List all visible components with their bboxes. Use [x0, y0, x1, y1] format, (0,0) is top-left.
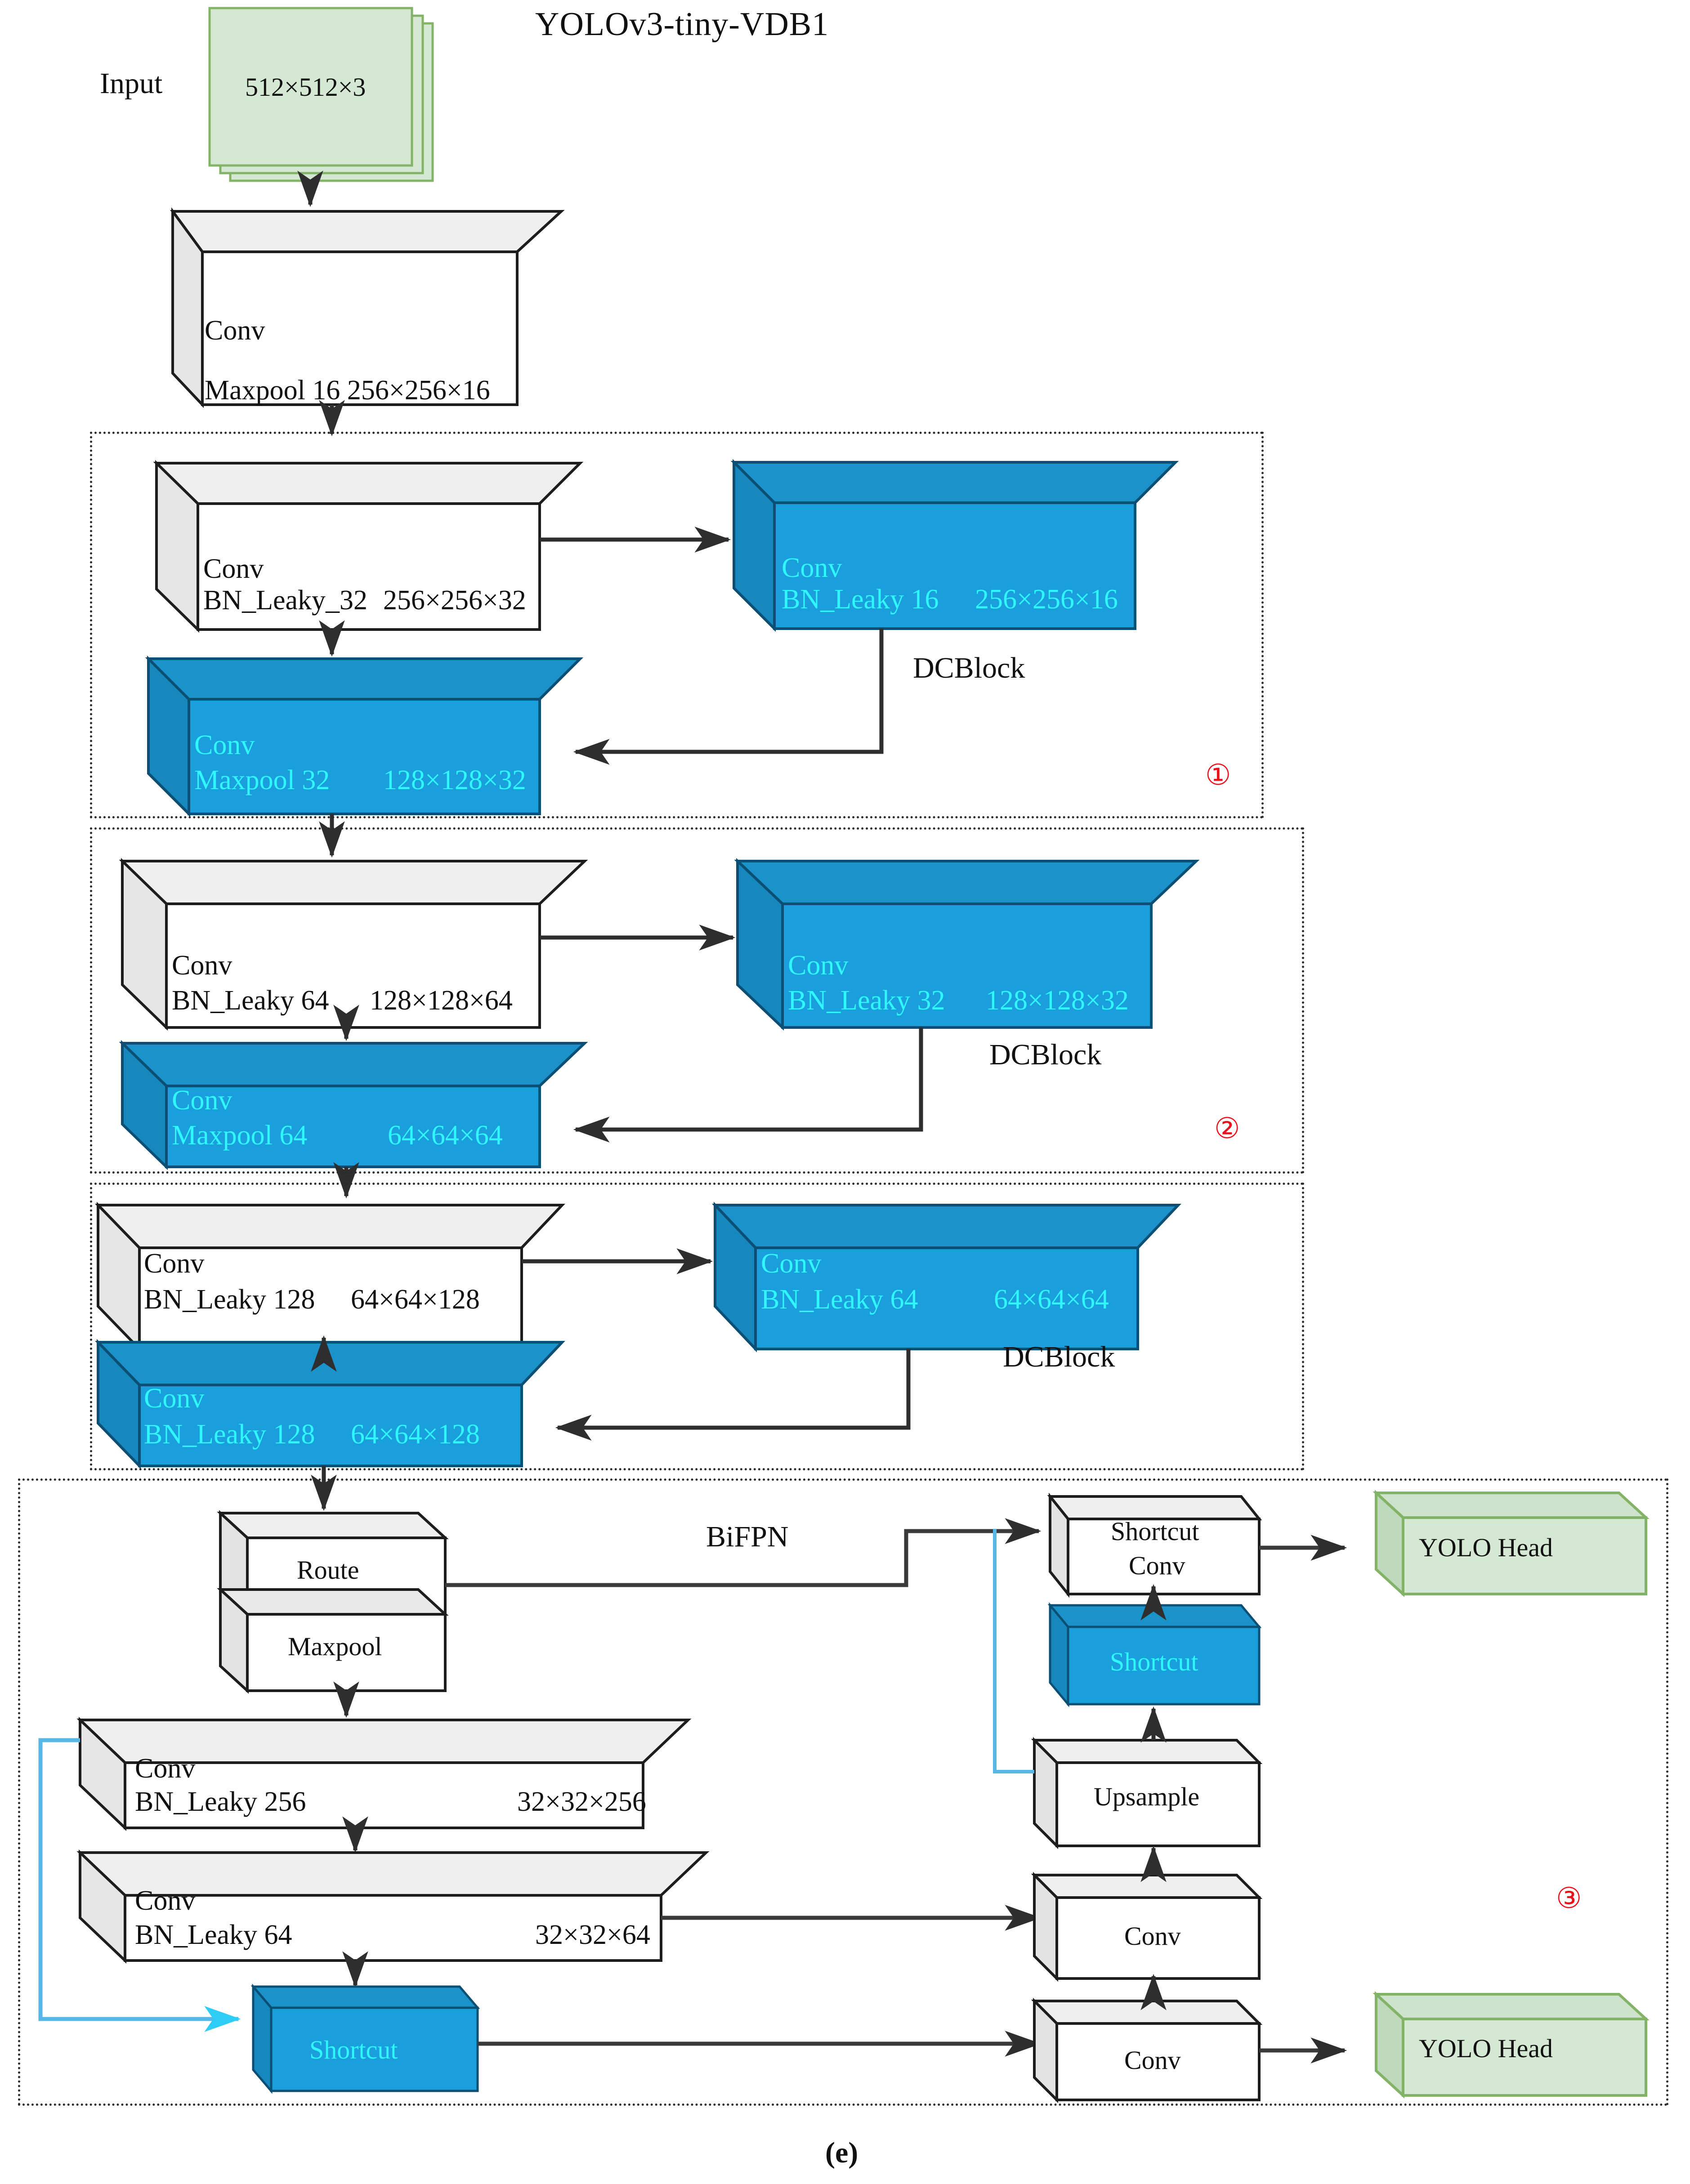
conv-bn-leaky-16-line2b: 256×256×16: [975, 584, 1118, 615]
input-label: Input: [100, 67, 163, 100]
conv-bn-leaky-256-line2b: 32×32×256: [517, 1787, 646, 1817]
dcblock-2-label: DCBlock: [989, 1038, 1102, 1071]
shortcut-left-label: Shortcut: [309, 2035, 398, 2064]
conv-bn-leaky-64-b-line1: Conv: [761, 1248, 822, 1279]
conv-bn-leaky-32-line2a: BN_Leaky_32: [203, 585, 368, 616]
yolo-head-top-label: YOLO Head: [1419, 1533, 1553, 1562]
conv-maxpool-16-line1: Conv: [205, 315, 265, 346]
conv-bn-leaky-32-b-line2a: BN_Leaky 32: [788, 985, 945, 1016]
dcblock-1-marker: ①: [1205, 759, 1231, 791]
upsample-label: Upsample: [1094, 1782, 1200, 1811]
route-label: Route: [297, 1555, 359, 1585]
conv-bn-leaky-64-line2a: BN_Leaky 64: [172, 985, 329, 1016]
bifpn-group: [18, 1478, 1668, 2106]
dcblock-3-group: [90, 1183, 1304, 1470]
conv-mid-label: Conv: [1124, 1921, 1181, 1951]
conv-bn-leaky-16-line1: Conv: [782, 553, 842, 583]
conv-maxpool-64-line2a: Maxpool 64: [172, 1120, 308, 1151]
conv-maxpool-32-line2a: Maxpool 32: [194, 765, 330, 795]
conv-bn-leaky-32-b-line2b: 128×128×32: [986, 985, 1129, 1016]
figure-caption: (e): [825, 2136, 858, 2169]
conv-bn-leaky-256-line1: Conv: [135, 1753, 196, 1784]
conv-bn-leaky-64-line2b: 128×128×64: [370, 985, 513, 1016]
conv-bn-leaky-128-b-line2b: 64×64×128: [351, 1419, 480, 1450]
dcblock-2-marker: ②: [1214, 1112, 1240, 1144]
conv-bn-leaky-32-b-line1: Conv: [788, 950, 849, 981]
dcblock-2-group: [90, 827, 1304, 1174]
conv-maxpool-32-line2b: 128×128×32: [383, 765, 526, 795]
conv-bn-leaky-128-line2a: BN_Leaky 128: [144, 1284, 315, 1315]
conv-bn-leaky-64-c-line2b: 32×32×64: [535, 1920, 650, 1950]
conv-bn-leaky-256-line2a: BN_Leaky 256: [135, 1787, 306, 1817]
conv-bn-leaky-64-b-line2a: BN_Leaky 64: [761, 1284, 918, 1315]
conv-bn-leaky-128-b-line2a: BN_Leaky 128: [144, 1419, 315, 1450]
conv-bn-leaky-64-b-line2b: 64×64×64: [994, 1284, 1109, 1315]
conv-maxpool-16-line2: Maxpool 16 256×256×16: [205, 375, 490, 406]
conv-bn-leaky-64-c-line1: Conv: [135, 1885, 196, 1916]
conv-bn-leaky-16-line2a: BN_Leaky 16: [782, 584, 939, 615]
input-tensor-label: 512×512×3: [245, 72, 366, 102]
yolo-head-bottom-label: YOLO Head: [1419, 2034, 1553, 2063]
shortcut-conv-line1: Shortcut: [1111, 1517, 1199, 1546]
conv-bn-leaky-128-b-line1: Conv: [144, 1383, 205, 1414]
conv-bn-leaky-32-line2b: 256×256×32: [383, 585, 526, 616]
shortcut-conv-line2: Conv: [1129, 1551, 1185, 1580]
conv-maxpool-16-box[interactable]: Conv Maxpool 16 256×256×16: [205, 315, 519, 406]
conv-maxpool-32-line1: Conv: [194, 730, 255, 760]
figure-title: YOLOv3-tiny-VDB1: [535, 6, 829, 43]
conv-bottom-label: Conv: [1124, 2046, 1181, 2075]
conv-bn-leaky-64-c-line2a: BN_Leaky 64: [135, 1920, 292, 1950]
dcblock-1-label: DCBlock: [913, 652, 1025, 684]
conv-maxpool-64-line1: Conv: [172, 1085, 232, 1116]
maxpool-label: Maxpool: [288, 1632, 382, 1661]
bifpn-label: BiFPN: [706, 1520, 789, 1553]
shortcut-blue-label: Shortcut: [1110, 1647, 1198, 1676]
conv-maxpool-64-line2b: 64×64×64: [388, 1120, 503, 1151]
conv-bn-leaky-32-line1: Conv: [203, 554, 264, 584]
conv-bn-leaky-128-line2b: 64×64×128: [351, 1284, 480, 1315]
conv-bn-leaky-64-line1: Conv: [172, 950, 232, 981]
dcblock-1-group: [90, 432, 1264, 818]
dcblock-3-label: DCBlock: [1003, 1340, 1115, 1373]
bifpn-marker: ③: [1556, 1882, 1582, 1914]
conv-bn-leaky-128-line1: Conv: [144, 1248, 205, 1279]
